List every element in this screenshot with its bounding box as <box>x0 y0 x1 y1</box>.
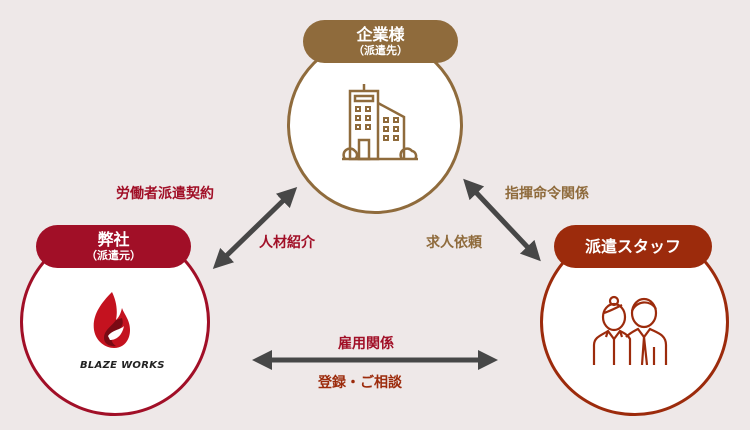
company-title: 弊社 <box>97 230 130 249</box>
relation-dispatch-contract: 労働者派遣契約 <box>116 186 214 202</box>
arrow-company-client <box>212 187 298 269</box>
flame-logo-icon <box>93 292 130 348</box>
staff-title: 派遣スタッフ <box>584 236 681 256</box>
company-label: 弊社 （派遣元） <box>36 225 191 268</box>
relation-command: 指揮命令関係 <box>505 186 589 202</box>
company-logo-text: BLAZE WORKS <box>80 360 165 371</box>
relation-placement: 人材紹介 <box>259 235 315 251</box>
client-circle <box>287 36 463 214</box>
building-icon <box>342 84 418 161</box>
company-subtitle: （派遣元） <box>86 249 141 262</box>
relation-registration: 登録・ご相談 <box>318 375 402 391</box>
client-label: 企業様 （派遣先） <box>303 20 458 63</box>
staff-label: 派遣スタッフ <box>554 225 712 268</box>
client-title: 企業様 <box>356 25 405 44</box>
staff-people-icon <box>592 295 668 365</box>
relation-job-request: 求人依頼 <box>426 235 482 251</box>
arrow-client-staff <box>463 178 541 262</box>
relation-employment: 雇用関係 <box>338 336 394 352</box>
client-subtitle: （派遣先） <box>353 44 408 57</box>
